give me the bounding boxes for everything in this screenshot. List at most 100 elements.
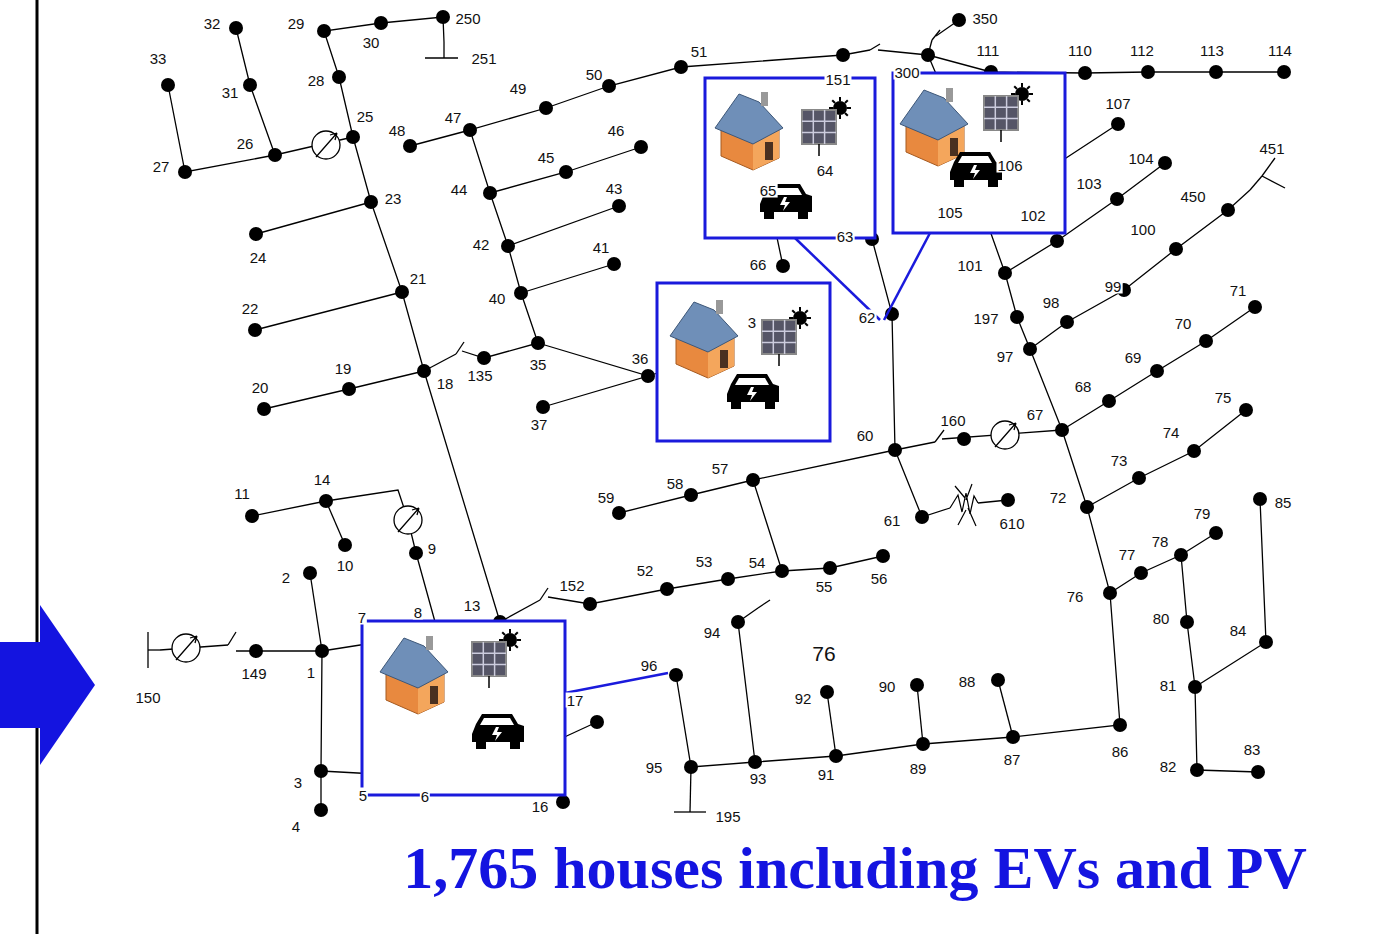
bus-dot <box>1113 718 1127 732</box>
bus-dot <box>684 488 698 502</box>
bus-dot <box>634 140 648 154</box>
feeder-line <box>895 450 950 517</box>
bus-number: 21 <box>409 271 428 286</box>
regulator-symbol <box>172 634 200 662</box>
bus-number: 451 <box>1258 141 1285 156</box>
bus-dot <box>746 473 760 487</box>
bus-number: 18 <box>436 376 455 391</box>
feeder-line <box>1062 307 1255 430</box>
bus-number: 58 <box>666 476 685 491</box>
bus-number: 90 <box>878 679 897 694</box>
bus-number: 65 <box>759 183 778 198</box>
bus-dot <box>731 615 745 629</box>
bus-number: 82 <box>1159 759 1178 774</box>
bus-number: 6 <box>420 789 430 804</box>
bus-number: 106 <box>996 158 1023 173</box>
bus-number: 195 <box>714 809 741 824</box>
bus-number: 25 <box>356 109 375 124</box>
bus-number: 63 <box>836 229 855 244</box>
ev-car-icon <box>472 714 524 749</box>
bus-number: 32 <box>203 16 222 31</box>
bus-number: 44 <box>450 182 469 197</box>
bus-number: 43 <box>605 181 624 196</box>
bus-dot <box>1199 334 1213 348</box>
bus-dot <box>409 546 423 560</box>
bus-number: 300 <box>893 65 920 80</box>
bus-number: 100 <box>1129 222 1156 237</box>
pv-panel-icon <box>472 629 521 688</box>
bus-dot <box>531 336 545 350</box>
bus-dot <box>998 266 1012 280</box>
bus-dot <box>374 16 388 30</box>
pv-panel-icon <box>984 83 1033 142</box>
feeder-line <box>256 202 371 234</box>
bus-dot <box>876 549 890 563</box>
bus-number: 93 <box>749 771 768 786</box>
bus-number: 55 <box>815 579 834 594</box>
switch-symbol <box>935 430 944 442</box>
bus-number: 251 <box>470 51 497 66</box>
feeder-line <box>264 371 424 409</box>
bus-dot <box>556 795 570 809</box>
bus-dot <box>315 644 329 658</box>
bus-number: 36 <box>631 351 650 366</box>
feeder-line <box>462 343 538 358</box>
bus-dot <box>1060 315 1074 329</box>
bus-number: 102 <box>1019 208 1046 223</box>
bus-number: 99 <box>1104 279 1123 294</box>
bus-dot <box>1180 615 1194 629</box>
bus-dot <box>161 78 175 92</box>
bus-number: 91 <box>817 767 836 782</box>
bus-number: 46 <box>607 123 626 138</box>
home-group <box>705 78 875 238</box>
bus-number: 67 <box>1026 407 1045 422</box>
caption: 1,765 houses including EVs and PV <box>403 838 1307 898</box>
bus-number: 52 <box>636 563 655 578</box>
bus-dot <box>607 257 621 271</box>
bus-number: 78 <box>1151 534 1170 549</box>
bus-number: 94 <box>703 625 722 640</box>
feeder-line <box>1110 533 1216 593</box>
feeder-line <box>326 501 345 545</box>
pv-panel-icon <box>802 97 851 156</box>
home-group <box>362 621 565 795</box>
bus-number: 1 <box>306 665 316 680</box>
house-icon <box>380 636 448 714</box>
bus-dot <box>243 78 257 92</box>
bus-dot <box>178 165 192 179</box>
feeder-line <box>321 651 322 810</box>
bus-number: 30 <box>362 35 381 50</box>
bus-number: 47 <box>444 110 463 125</box>
bus-number: 5 <box>358 788 368 803</box>
bus-number: 45 <box>537 150 556 165</box>
bus-number: 66 <box>749 257 768 272</box>
regulator-symbol <box>312 131 340 159</box>
feeder-line <box>917 685 923 744</box>
bus-number: 73 <box>1110 453 1129 468</box>
bus-number: 40 <box>488 291 507 306</box>
bus-number: 250 <box>454 11 481 26</box>
bus-number: 17 <box>566 693 585 708</box>
bus-dot <box>314 803 328 817</box>
bus-number: 150 <box>134 690 161 705</box>
bus-dot <box>1050 234 1064 248</box>
bus-dot <box>1132 471 1146 485</box>
bus-number: 57 <box>711 461 730 476</box>
bus-number: 104 <box>1127 151 1154 166</box>
feeder-line <box>753 450 895 571</box>
bus-dot <box>776 259 790 273</box>
bus-number: 68 <box>1074 379 1093 394</box>
feeder-line <box>998 680 1013 737</box>
bus-number: 50 <box>585 67 604 82</box>
bus-dot <box>417 364 431 378</box>
bus-dot <box>1150 364 1164 378</box>
bus-dot <box>346 130 360 144</box>
bus-dot <box>669 668 683 682</box>
bus-number: 197 <box>972 311 999 326</box>
bus-number: 160 <box>939 413 966 428</box>
bus-number: 70 <box>1174 316 1193 331</box>
bus-number: 42 <box>472 237 491 252</box>
bus-number: 29 <box>287 16 306 31</box>
bus-number: 75 <box>1214 390 1233 405</box>
bus-dot <box>249 644 263 658</box>
